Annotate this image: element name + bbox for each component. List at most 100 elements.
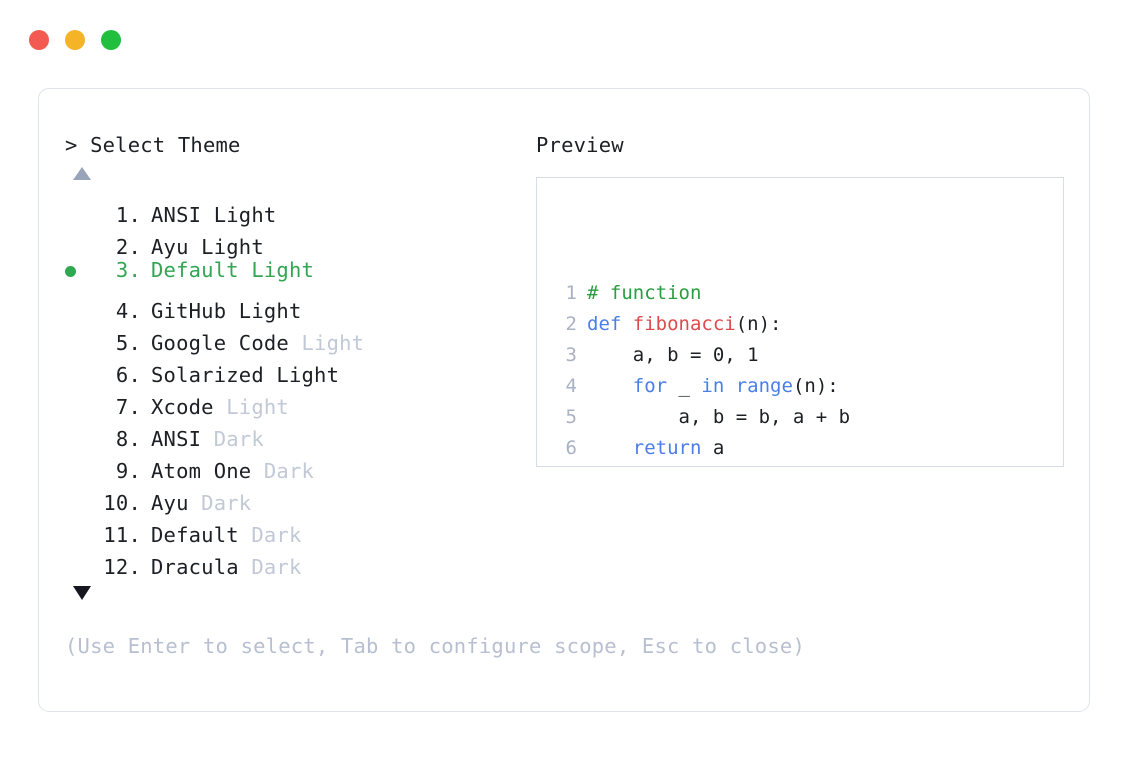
selection-indicator — [65, 350, 95, 382]
scroll-down-icon[interactable] — [73, 586, 91, 600]
theme-name: Default — [151, 523, 239, 547]
theme-variant: Light — [263, 363, 340, 387]
theme-name: Default — [151, 258, 239, 282]
code-line-text: # function — [587, 278, 701, 309]
line-number: 5 — [565, 406, 577, 428]
code-token: def — [587, 313, 633, 335]
line-number: 2 — [565, 313, 577, 335]
preview-pane: Preview — [536, 131, 1066, 159]
code-line-text: for _ in range(n): — [587, 371, 839, 402]
theme-index: 11. — [103, 523, 141, 547]
selected-bullet-icon — [65, 266, 76, 277]
theme-list-item[interactable]: 5.Google Code Light — [65, 318, 525, 355]
code-line: 5 a, b = b, a + b — [549, 402, 1001, 433]
theme-list-item[interactable]: 3. Default Light — [65, 254, 525, 286]
theme-name: Atom One — [151, 459, 252, 483]
theme-index: 10. — [103, 491, 141, 515]
theme-index: 3. — [115, 258, 141, 282]
theme-name: ANSI — [151, 427, 202, 451]
theme-index: 1. — [115, 203, 141, 227]
selection-indicator — [65, 414, 95, 446]
code-token: fibonacci — [632, 313, 736, 335]
theme-index: 6. — [115, 363, 141, 387]
code-token: a, b = 0, 1 — [587, 344, 759, 366]
code-token — [587, 437, 633, 459]
theme-list-item[interactable]: 8. ANSI Dark — [65, 414, 525, 451]
theme-variant: Dark — [188, 491, 252, 515]
theme-index: 12. — [103, 555, 141, 579]
prompt-heading: > Select Theme — [65, 133, 241, 157]
theme-variant: Light — [288, 331, 365, 355]
theme-list-item[interactable]: 12. Dracula Dark — [65, 542, 525, 579]
theme-name: GitHub — [151, 299, 227, 323]
theme-name: Ayu — [151, 235, 189, 259]
selection-indicator — [65, 286, 95, 318]
theme-list-item[interactable]: 6. Solarized Light — [65, 350, 525, 387]
theme-list-item[interactable]: 4.GitHub Light — [65, 286, 525, 323]
theme-list-item[interactable]: 10. Ayu Dark — [65, 478, 525, 515]
code-line: 6 return a — [549, 433, 1001, 464]
theme-list: 1. ANSI Light 2. Ayu Light 3. Default Light 4.… — [65, 190, 525, 579]
code-token: a — [701, 437, 725, 459]
theme-list-item[interactable]: 2. Ayu Light — [65, 222, 525, 259]
maximize-button[interactable] — [101, 30, 121, 50]
theme-name: Dracula — [151, 555, 239, 579]
code-line: 1 # function — [549, 278, 1001, 309]
theme-index: 2. — [115, 235, 141, 259]
minimize-button[interactable] — [65, 30, 85, 50]
selection-indicator — [65, 542, 95, 574]
scroll-up-icon[interactable] — [73, 167, 91, 180]
code-line: 2 def fibonacci(n): — [549, 309, 1001, 340]
theme-variant: Dark — [238, 555, 302, 579]
theme-variant: Dark — [201, 427, 264, 451]
theme-variant: Dark — [238, 523, 302, 547]
line-number: 3 — [565, 344, 577, 366]
line-number: 6 — [565, 437, 577, 459]
theme-index: 8. — [115, 427, 141, 451]
preview-heading: Preview — [536, 133, 624, 157]
theme-name: Solarized — [151, 363, 264, 387]
code-line: 3 a, b = 0, 1 — [549, 340, 1001, 371]
line-number: 1 — [565, 282, 577, 304]
code-token: _ — [667, 375, 702, 397]
code-line-text: a, b = b, a + b — [587, 402, 851, 433]
code-token: return — [632, 437, 702, 459]
theme-variant: Light — [201, 203, 277, 227]
code-token — [587, 375, 633, 397]
window-controls — [29, 30, 121, 50]
theme-variant: Light — [238, 258, 315, 282]
selection-indicator — [65, 446, 95, 478]
theme-list-item[interactable]: 7.Xcode Light — [65, 382, 525, 419]
selection-indicator — [65, 382, 95, 414]
theme-list-item[interactable]: 11. Default Dark — [65, 510, 525, 547]
code-line: 4 for _ in range(n): — [549, 371, 1001, 402]
close-button[interactable] — [29, 30, 49, 50]
theme-index: 9. — [115, 459, 141, 483]
code-line-text: a, b = 0, 1 — [587, 340, 759, 371]
code-token: for — [632, 375, 668, 397]
theme-name: Google Code — [151, 331, 289, 355]
code-token: in range — [701, 375, 793, 397]
theme-variant: Light — [188, 235, 264, 259]
theme-name: Ayu — [151, 491, 189, 515]
theme-name: ANSI — [151, 203, 202, 227]
code-line-text: return a — [587, 433, 725, 464]
selection-indicator — [65, 510, 95, 542]
theme-variant: Dark — [251, 459, 315, 483]
code-token: # function — [587, 282, 702, 304]
theme-list-item[interactable]: 1. ANSI Light — [65, 190, 525, 227]
keyboard-hint: (Use Enter to select, Tab to configure s… — [65, 634, 805, 658]
code-token: (n): — [792, 375, 839, 397]
selection-indicator — [65, 190, 95, 222]
theme-index: 7. — [115, 395, 141, 419]
code-token: (n): — [735, 313, 782, 335]
theme-variant: Light — [213, 395, 289, 419]
selection-indicator — [65, 318, 95, 350]
theme-list-item[interactable]: 9. Atom One Dark — [65, 446, 525, 483]
code-line-text: def fibonacci(n): — [587, 309, 781, 340]
